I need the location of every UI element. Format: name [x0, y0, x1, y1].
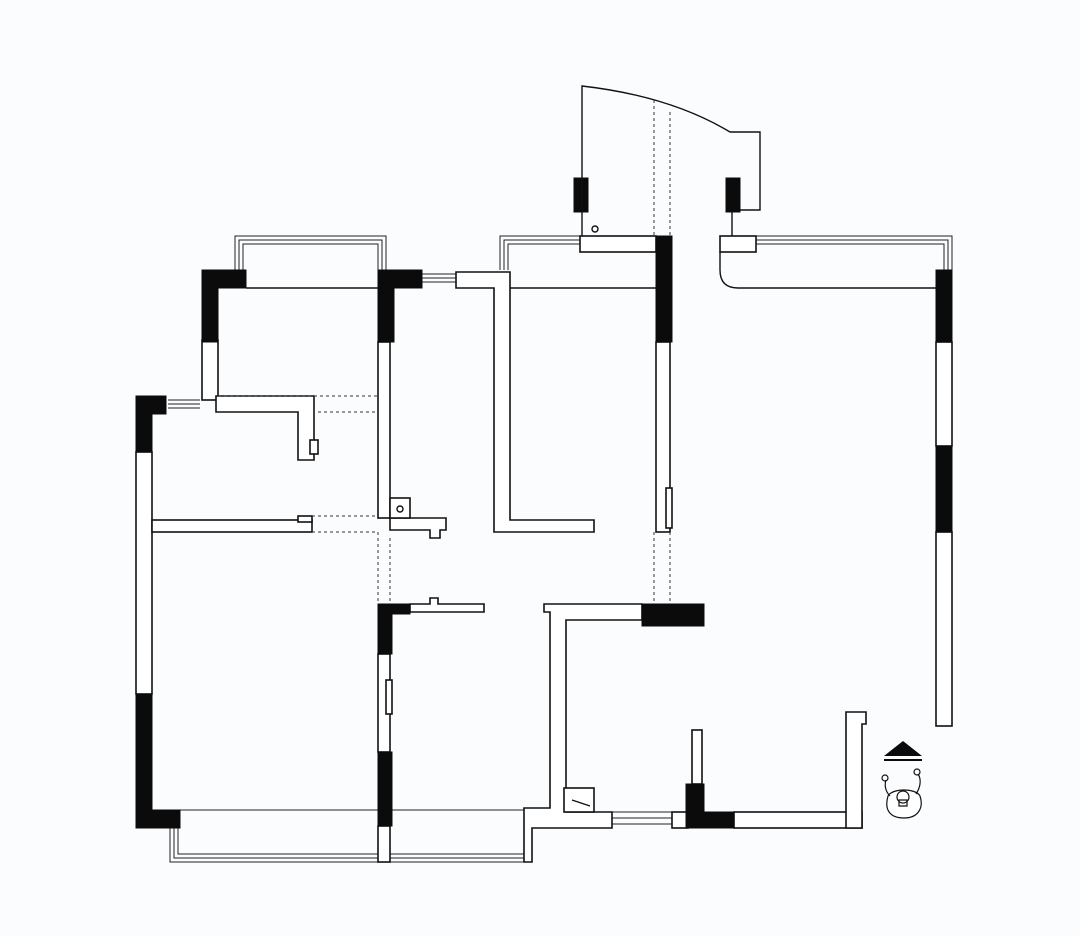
walls [135, 235, 953, 863]
window-bedroom-top [234, 235, 387, 288]
window-living-top-right [756, 235, 953, 270]
structural-columns [135, 177, 953, 829]
window-small-top [422, 273, 456, 283]
window-balcony-top-middle [499, 235, 582, 270]
entrance-canopy [581, 85, 761, 236]
dashed-openings [218, 100, 671, 604]
window-small-left [168, 399, 200, 409]
window-bedroom-bottom [169, 809, 530, 863]
window-bottom-middle [612, 811, 672, 825]
north-arrow-icon [884, 741, 922, 761]
person-figure-icon [881, 768, 922, 819]
